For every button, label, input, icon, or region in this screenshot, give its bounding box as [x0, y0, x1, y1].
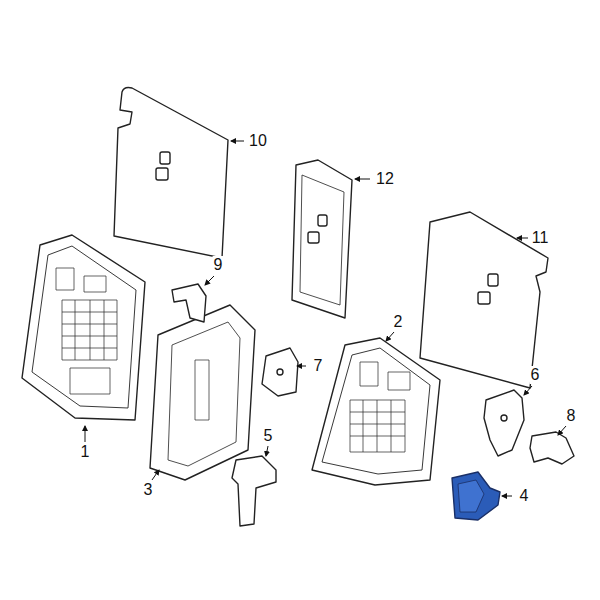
callout-number: 7: [313, 357, 324, 375]
callout-number: 11: [531, 229, 550, 247]
callout-number: 4: [519, 487, 530, 505]
callout-number: 6: [530, 366, 541, 384]
callout-number: 1: [80, 443, 91, 461]
leader-lines: [85, 141, 566, 496]
callout-number: 9: [213, 256, 224, 274]
callout-number: 12: [375, 170, 395, 188]
callout-number: 10: [248, 132, 268, 150]
callout-number: 8: [566, 407, 577, 425]
callout-number: 5: [263, 427, 274, 445]
callout-number: 3: [143, 481, 154, 499]
callout-number: 2: [393, 313, 404, 331]
